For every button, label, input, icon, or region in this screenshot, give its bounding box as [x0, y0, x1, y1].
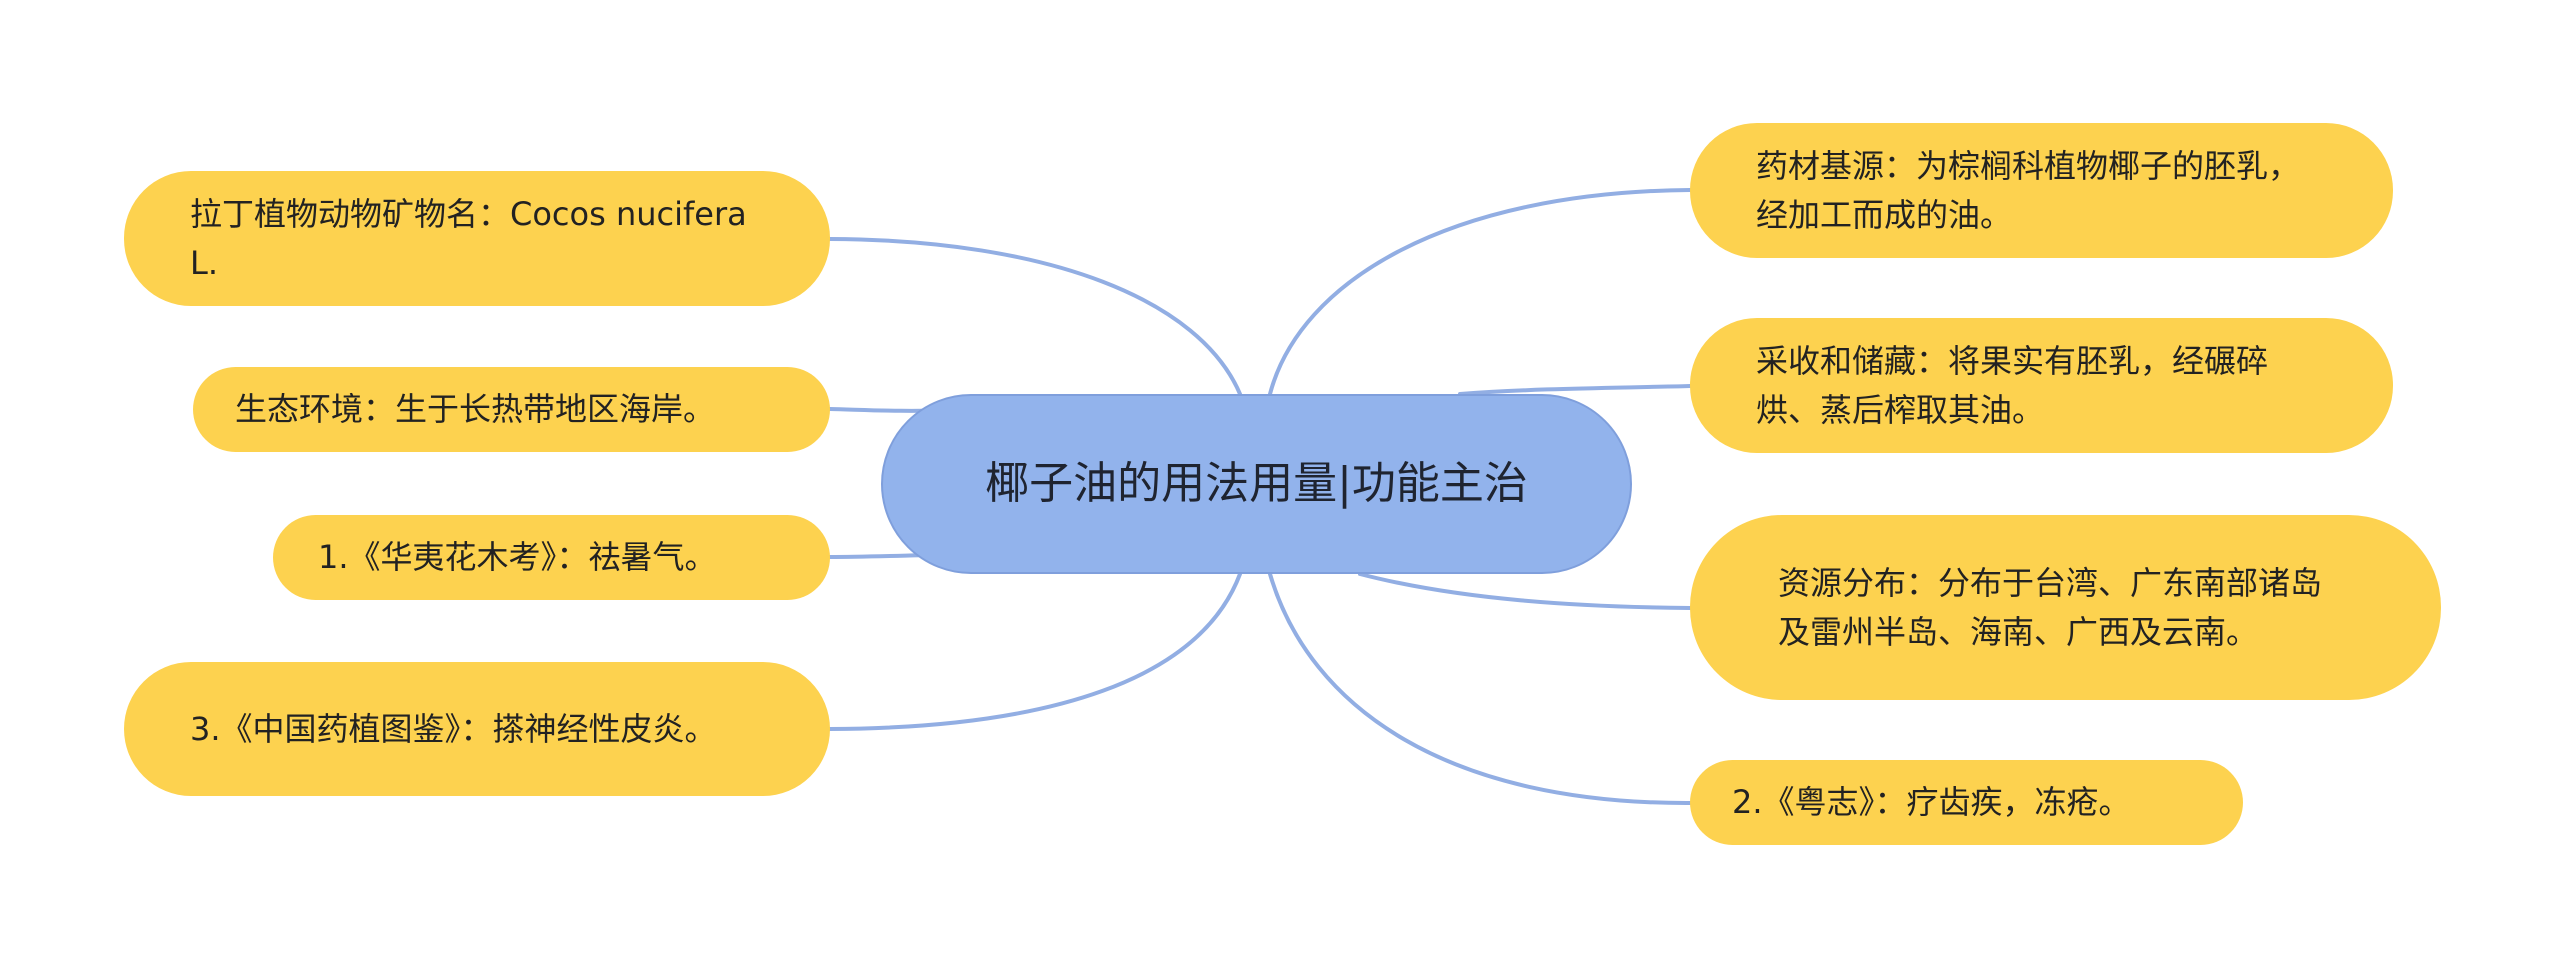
connector-huayi	[828, 553, 932, 559]
connector-distribution	[1358, 572, 1692, 610]
branch-yuezhi-label: 2.《粤志》：疗齿疾，冻疮。	[1732, 783, 2131, 821]
branch-zhongguo[interactable]: 3.《中国药植图鉴》：搽神经性皮炎。	[124, 662, 830, 796]
connector-yuezhi	[1268, 572, 1692, 806]
central-topic[interactable]: 椰子油的用法用量|功能主治	[881, 394, 1632, 574]
branch-harvest[interactable]: 采收和储藏：将果实有胚乳，经碾碎烘、蒸后榨取其油。	[1690, 318, 2393, 453]
branch-latin-name[interactable]: 拉丁植物动物矿物名：Cocos nucifera L.	[124, 171, 830, 306]
branch-harvest-label: 采收和储藏：将果实有胚乳，经碾碎烘、蒸后榨取其油。	[1756, 341, 2269, 429]
branch-source-label: 药材基源：为棕榈科植物椰子的胚乳，经加工而成的油。	[1756, 146, 2301, 234]
branch-distribution-label: 资源分布：分布于台湾、广东南部诸岛及雷州半岛、海南、广西及云南。	[1778, 563, 2323, 651]
branch-zhongguo-label: 3.《中国药植图鉴》：搽神经性皮炎。	[190, 709, 717, 748]
branch-source[interactable]: 药材基源：为棕榈科植物椰子的胚乳，经加工而成的油。	[1690, 123, 2393, 258]
branch-latin-name-label: 拉丁植物动物矿物名：Cocos nucifera L.	[190, 194, 747, 282]
connector-latin-name	[828, 237, 1242, 396]
branch-distribution[interactable]: 资源分布：分布于台湾、广东南部诸岛及雷州半岛、海南、广西及云南。	[1690, 515, 2441, 700]
branch-huayi-label: 1.《华夷花木考》：祛暑气。	[318, 538, 717, 576]
branch-yuezhi[interactable]: 2.《粤志》：疗齿疾，冻疮。	[1690, 760, 2243, 845]
connector-harvest	[1458, 384, 1692, 396]
branch-ecology-label: 生态环境：生于长热带地区海岸。	[235, 390, 716, 428]
connector-zhongguo	[828, 572, 1242, 731]
branch-huayi[interactable]: 1.《华夷花木考》：祛暑气。	[273, 515, 830, 600]
central-topic-label: 椰子油的用法用量|功能主治	[985, 458, 1528, 509]
branch-ecology[interactable]: 生态环境：生于长热带地区海岸。	[193, 367, 830, 452]
connector-source	[1268, 188, 1692, 396]
